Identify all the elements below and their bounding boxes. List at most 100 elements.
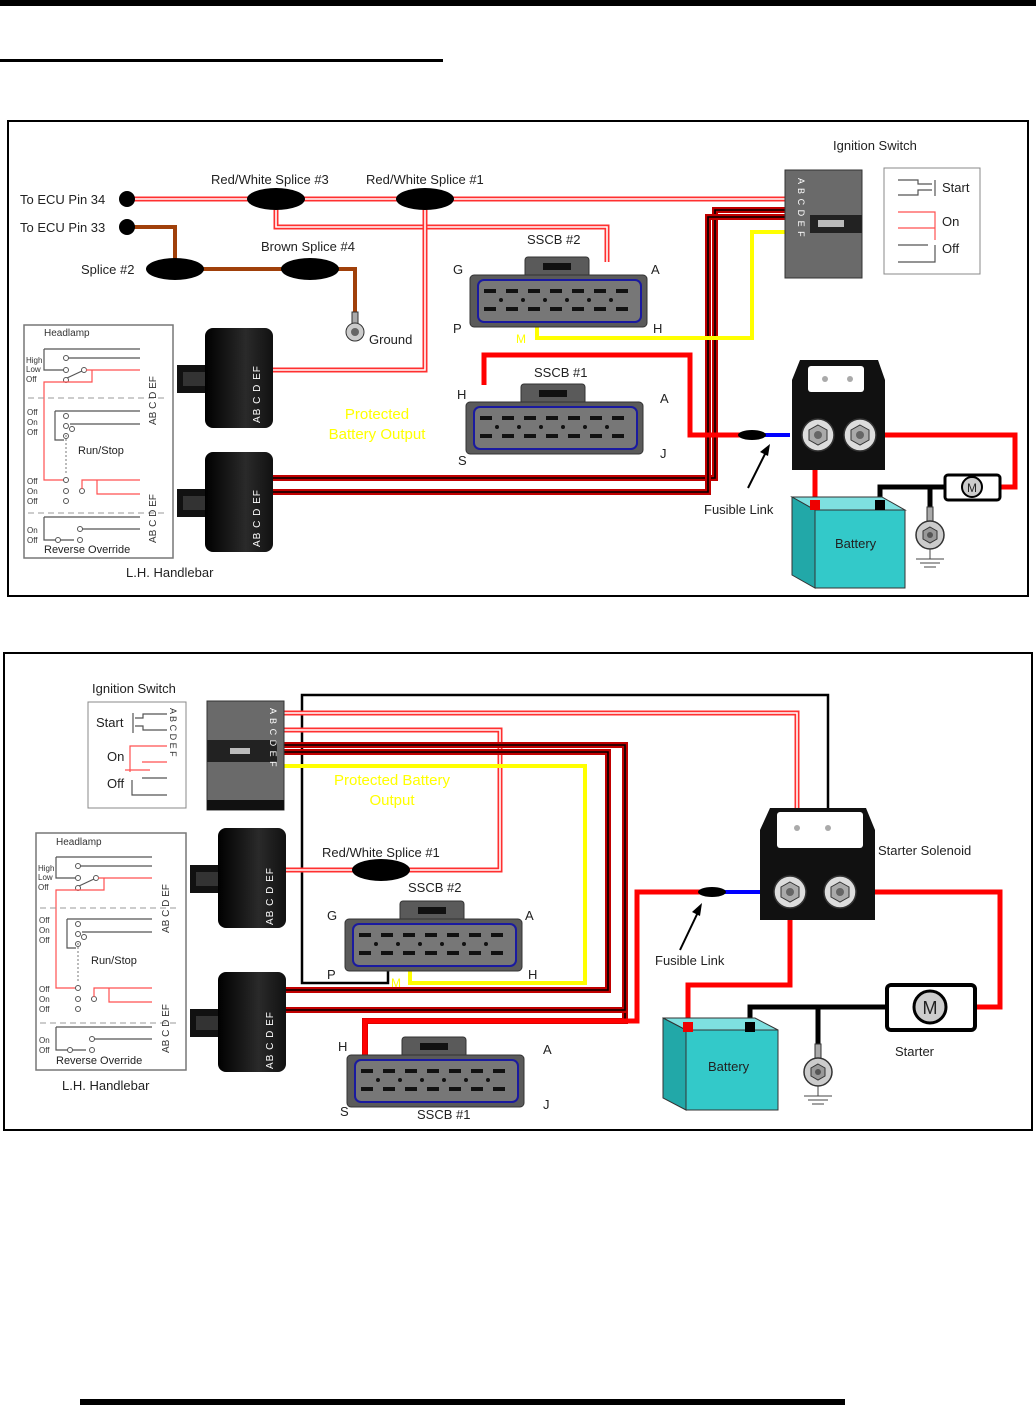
high-label: High <box>26 356 42 365</box>
handlebar-title: L.H. Handlebar <box>62 1078 150 1093</box>
brown-splice-4-label: Brown Splice #4 <box>261 239 355 254</box>
wire-yellow-protected <box>284 764 587 985</box>
run-stop-label: Run/Stop <box>78 445 124 457</box>
wire-red-starter <box>860 889 1003 1010</box>
ignition-legend-pins: A B C D E F <box>168 708 178 757</box>
splice-2 <box>146 258 204 280</box>
starter-solenoid-1 <box>792 360 885 470</box>
wire-red-sscb1 <box>362 889 700 1055</box>
runstop-pins-label: AB C D EF <box>161 1004 172 1053</box>
sscb-2-pin-a: A <box>651 262 660 277</box>
headlamp-label: Headlamp <box>44 328 90 339</box>
ground-terminal-icon <box>345 311 365 342</box>
wires-1 <box>127 196 1018 510</box>
runstop2-on-label: On <box>39 995 50 1004</box>
sscb-2-pin-g: G <box>327 908 337 923</box>
sscb-2-pin-m: M <box>516 332 526 346</box>
ecu-pin-34-label: To ECU Pin 34 <box>20 192 105 207</box>
ground-label: Ground <box>369 332 412 347</box>
battery-label: Battery <box>835 536 877 551</box>
splice-1 <box>352 859 410 881</box>
wire-red-white-a-stripe <box>284 712 798 832</box>
diagram-2: Ignition Switch A B C D E F Start On Off… <box>3 652 1033 1131</box>
sscb-1-pin-j: J <box>543 1097 550 1112</box>
wire-dark-red-2-stripe <box>284 751 609 991</box>
sscb-2-pin-a: A <box>525 908 534 923</box>
wire-dark-red-3-stripe <box>284 744 626 1011</box>
high-label: High <box>38 864 54 873</box>
runstop-off-label: Off <box>27 408 38 417</box>
sscb-1-pin-h: H <box>338 1039 347 1054</box>
headlamp-pins-label: AB C D EF <box>148 376 159 425</box>
solenoid-terminal-right <box>823 875 857 909</box>
sscb-2-label: SSCB #2 <box>408 880 461 895</box>
sscb-2-pin-p: P <box>327 967 336 982</box>
runstop-on-label: On <box>39 926 50 935</box>
battery-label: Battery <box>708 1059 750 1074</box>
splice-1-label: Red/White Splice #1 <box>322 845 440 860</box>
reverse-override-label: Reverse Override <box>44 544 130 556</box>
reverse-off-label: Off <box>39 1046 50 1055</box>
ignition-pins: A B C D E F <box>268 708 278 768</box>
runstop2-off-label: Off <box>39 985 50 994</box>
runstop-pins-label: AB C D EF <box>148 494 159 543</box>
fusible-link <box>738 430 766 440</box>
wire-red-white-sscb2-stripe <box>275 199 608 262</box>
sscb-1-pin-a: A <box>660 391 669 406</box>
reverse-off-label: Off <box>27 536 38 545</box>
starter-label: Starter <box>895 1044 935 1059</box>
low-label: Low <box>26 365 41 374</box>
runstop2-on-label: On <box>27 487 38 496</box>
ignition-switch-title: Ignition Switch <box>92 681 176 696</box>
motor-label: M <box>923 998 938 1018</box>
fusible-link <box>698 887 726 897</box>
solenoid-terminal-right <box>843 418 877 452</box>
runstop2-off2-label: Off <box>27 497 38 506</box>
ignition-start-label: Start <box>942 180 970 195</box>
fusible-link-arrow <box>747 447 769 489</box>
wire-red-battery <box>685 920 793 1030</box>
headlamp-label: Headlamp <box>56 837 102 848</box>
sscb-2-pin-m: M <box>391 976 401 990</box>
ignition-start-label: Start <box>96 715 124 730</box>
protected-battery-label-1: Protected Battery <box>334 772 450 789</box>
solenoid-terminal-left <box>801 418 835 452</box>
sscb-1-label: SSCB #1 <box>417 1107 470 1122</box>
reverse-on-label: On <box>39 1036 50 1045</box>
wire-red-sscb1 <box>481 352 745 438</box>
runstop2-off-label: Off <box>27 477 38 486</box>
brown-splice-4 <box>281 258 339 280</box>
ignition-off-label: Off <box>942 241 959 256</box>
sscb-1-pin-j: J <box>660 446 667 461</box>
protected-battery-label-1: Protected <box>345 406 409 423</box>
wire-yellow-protected <box>535 230 785 340</box>
ecu-pin-33-label: To ECU Pin 33 <box>20 220 105 235</box>
runstop-off2-label: Off <box>39 936 50 945</box>
sscb-2-pin-g: G <box>453 262 463 277</box>
sscb-1-pin-s: S <box>458 453 467 468</box>
wire-red-motor <box>885 432 1018 490</box>
connector-lower-pins: AB C D EF <box>265 1011 276 1069</box>
wire-black-start <box>300 693 830 985</box>
wire-dark-red-1-stripe <box>272 209 785 479</box>
splice-3 <box>247 188 305 210</box>
headlamp-pins-label: AB C D EF <box>161 884 172 933</box>
sscb-1-pin-a: A <box>543 1042 552 1057</box>
sscb-2-label: SSCB #2 <box>527 232 580 247</box>
battery-1: Battery <box>790 496 907 589</box>
ignition-switch-2: Ignition Switch A B C D E F Start On Off… <box>87 681 285 811</box>
connector-upper-pins: AB C D EF <box>265 867 276 925</box>
reverse-override-label: Reverse Override <box>56 1055 142 1067</box>
sscb-2-pin-h: H <box>653 321 662 336</box>
top-rule <box>0 0 1036 6</box>
lh-handlebar-switch-2: Headlamp High Low Off Off On Off Run/Sto… <box>35 828 286 1093</box>
splice-1 <box>396 188 454 210</box>
protected-battery-label-2: Battery Output <box>329 426 427 443</box>
handlebar-switch-box <box>23 324 174 559</box>
heading-underline <box>0 59 443 62</box>
sscb-1-label: SSCB #1 <box>534 365 587 380</box>
wire-dark-red-2-stripe <box>272 216 785 493</box>
ignition-switch-title: Ignition Switch <box>833 138 917 153</box>
low-label: Low <box>38 873 53 882</box>
runstop-off2-label: Off <box>27 428 38 437</box>
